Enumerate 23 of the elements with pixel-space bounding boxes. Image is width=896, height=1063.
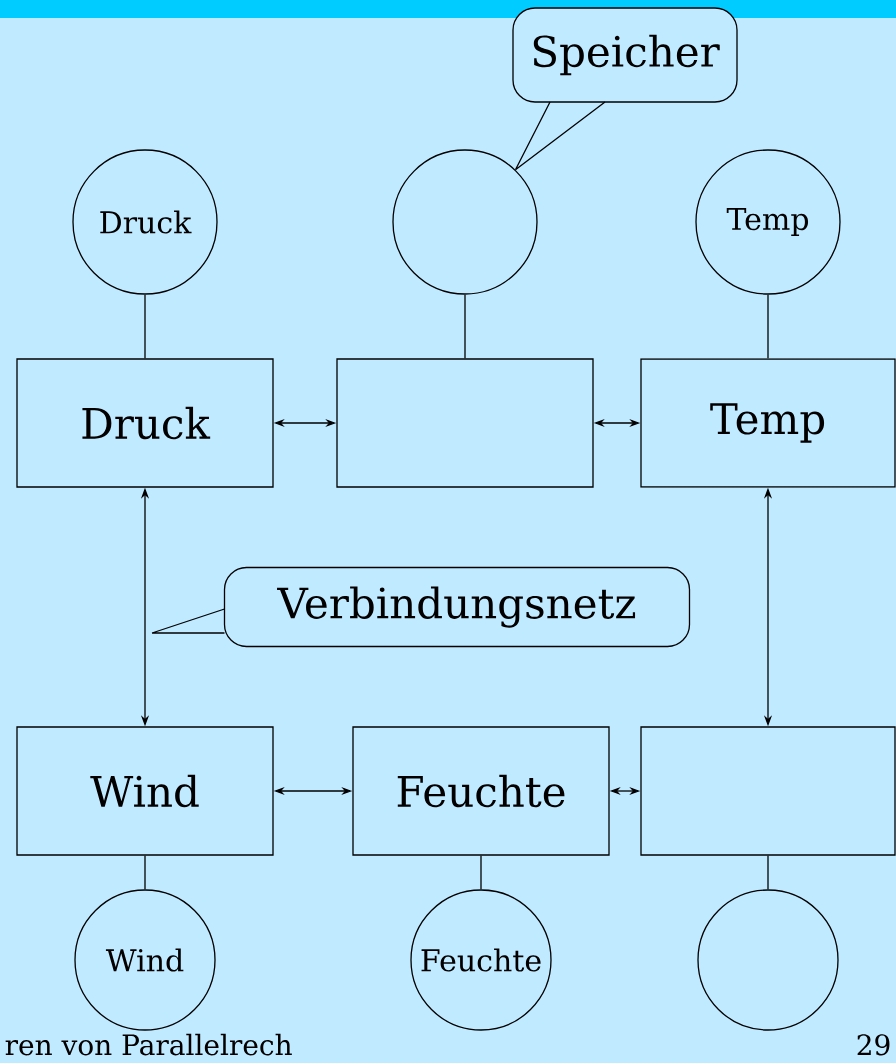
process-box: Feuchte (352, 726, 610, 856)
callout-bubble: Speicher (512, 7, 738, 103)
connector-line (144, 855, 146, 890)
circle-node: Temp (695, 149, 841, 295)
connector-line (767, 855, 769, 890)
circle-node: Wind (74, 889, 216, 1031)
process-box: Druck (16, 358, 274, 488)
connector-line (767, 294, 769, 359)
callout-pointer (514, 101, 606, 171)
connector-line (480, 855, 482, 890)
connector-line (144, 294, 146, 359)
process-box: Wind (16, 726, 274, 856)
callout-bubble: Verbindungsnetz (223, 566, 691, 648)
circle-node (392, 149, 538, 295)
callout-pointer (151, 608, 226, 634)
process-box (640, 726, 896, 856)
circle-node: Feuchte (410, 889, 552, 1031)
circle-node: Druck (72, 149, 218, 295)
circle-node (697, 889, 839, 1031)
page-number: 29 (857, 1034, 890, 1056)
process-box: Temp (640, 358, 896, 488)
process-box (336, 358, 594, 488)
connector-line (464, 294, 466, 359)
